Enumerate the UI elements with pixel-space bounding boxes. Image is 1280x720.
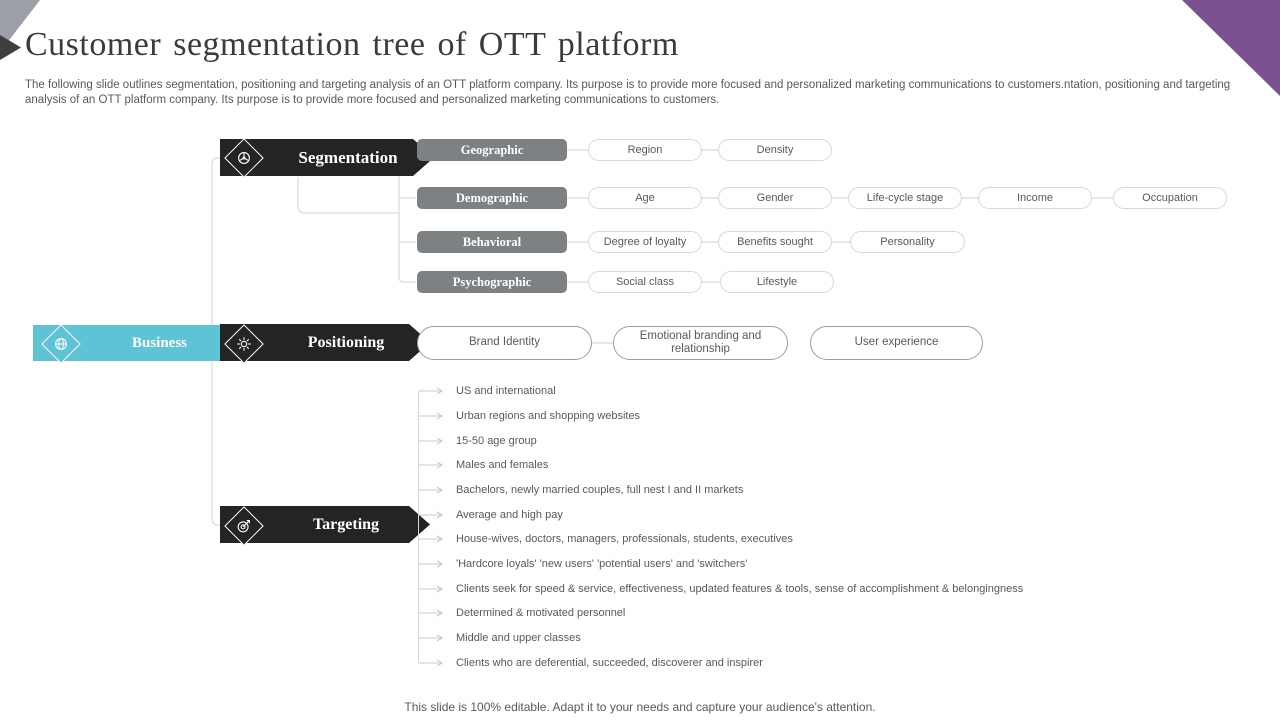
pill-social-class: Social class [588, 271, 702, 293]
targeting-item-label: Bachelors, newly married couples, full n… [456, 484, 744, 496]
pill-user-experience: User experience [810, 326, 983, 360]
pill-lifestyle: Lifestyle [720, 271, 834, 293]
targeting-item-label: Males and females [456, 459, 549, 471]
targeting-item: 15-50 age group [419, 434, 537, 448]
targeting-item: Urban regions and shopping websites [419, 409, 640, 423]
arrow-icon [419, 535, 444, 543]
targeting-item-label: 'Hardcore loyals' 'new users' 'potential… [456, 558, 748, 570]
arrow-icon [419, 609, 444, 617]
segmentation-pie-icon [224, 138, 264, 178]
pill-region: Region [588, 139, 702, 161]
corner-arrow-dark [0, 35, 21, 60]
arrow-icon [419, 511, 444, 519]
node-positioning-label: Positioning [307, 333, 385, 351]
pill-degree-of-loyalty: Degree of loyalty [588, 231, 702, 253]
targeting-item: Bachelors, newly married couples, full n… [419, 483, 743, 497]
arrow-icon [419, 387, 444, 395]
node-business-label: Business [131, 334, 188, 351]
slide-title: Customer segmentation tree of OTT platfo… [25, 26, 679, 63]
targeting-item: House-wives, doctors, managers, professi… [419, 532, 793, 546]
targeting-item: Clients seek for speed & service, effect… [419, 582, 1023, 596]
category-psychographic: Psychographic [417, 271, 567, 293]
arrow-icon [419, 560, 444, 568]
arrow-icon [419, 585, 444, 593]
targeting-branch-line [418, 391, 419, 663]
targeting-item: US and international [419, 384, 556, 398]
pill-emotional-branding: Emotional branding and relationship [613, 326, 788, 360]
positioning-sun-icon [224, 324, 264, 364]
pill-life-cycle-stage: Life-cycle stage [848, 187, 962, 209]
category-behavioral: Behavioral [417, 231, 567, 253]
pill-age: Age [588, 187, 702, 209]
business-globe-icon [41, 324, 81, 364]
targeting-item-label: 15-50 age group [456, 435, 537, 447]
targeting-item-label: US and international [456, 385, 556, 397]
pill-benefits-sought: Benefits sought [718, 231, 832, 253]
arrow-icon [419, 634, 444, 642]
targeting-item-label: Clients who are deferential, succeeded, … [456, 657, 763, 669]
slide-footer-note: This slide is 100% editable. Adapt it to… [404, 700, 876, 714]
targeting-item: Determined & motivated personnel [419, 606, 625, 620]
targeting-item-label: Determined & motivated personnel [456, 607, 626, 619]
targeting-item: 'Hardcore loyals' 'new users' 'potential… [419, 557, 747, 571]
targeting-target-icon [224, 506, 264, 546]
pill-occupation: Occupation [1113, 187, 1227, 209]
category-demographic: Demographic [417, 187, 567, 209]
targeting-item-label: Middle and upper classes [456, 632, 581, 644]
pill-gender: Gender [718, 187, 832, 209]
arrow-icon [419, 461, 444, 469]
targeting-item-label: Clients seek for speed & service, effect… [456, 583, 1024, 595]
arrow-icon [419, 659, 444, 667]
targeting-item: Clients who are deferential, succeeded, … [419, 656, 763, 670]
pill-brand-identity: Brand Identity [417, 326, 592, 360]
node-segmentation-label: Segmentation [298, 147, 398, 167]
arrow-icon [419, 486, 444, 494]
targeting-item: Middle and upper classes [419, 631, 581, 645]
category-geographic: Geographic [417, 139, 567, 161]
targeting-item: Males and females [419, 458, 548, 472]
targeting-item: Average and high pay [419, 508, 563, 522]
pill-personality: Personality [850, 231, 965, 253]
targeting-item-label: Urban regions and shopping websites [456, 410, 641, 422]
slide-description: The following slide outlines segmentatio… [25, 79, 1231, 107]
arrow-icon [419, 437, 444, 445]
pill-density: Density [718, 139, 832, 161]
targeting-item-label: House-wives, doctors, managers, professi… [456, 533, 793, 545]
targeting-item-label: Average and high pay [456, 509, 563, 521]
arrow-icon [419, 412, 444, 420]
pill-income: Income [978, 187, 1092, 209]
node-targeting-label: Targeting [312, 515, 380, 533]
